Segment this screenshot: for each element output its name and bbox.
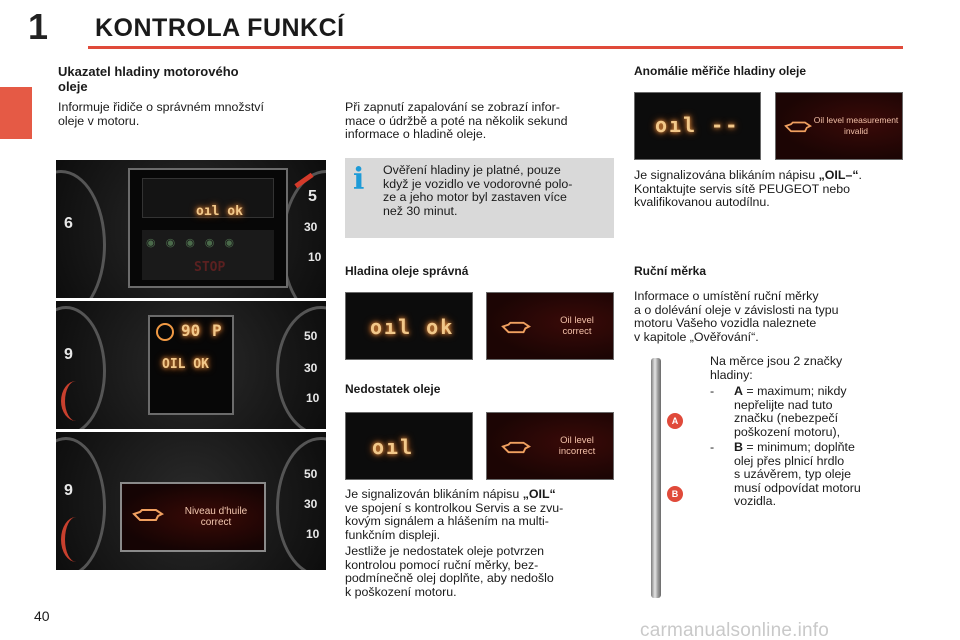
dipstick-illustration [651, 358, 661, 598]
dipstick-title: Ruční měrka [634, 264, 707, 278]
cluster-photo-bottom: 9 50 30 10 Niveau d'huile correct [56, 432, 326, 570]
chapter-side-tab [0, 87, 32, 139]
level-ok-title: Hladina oleje správná [345, 264, 469, 278]
display-oil-low-segment: oıl [345, 412, 473, 480]
display-oil-anomaly-message: Oil level measurement invalid [775, 92, 903, 160]
display-oil-ok-message: Oil level correct [486, 292, 614, 360]
anomaly-title: Anomálie měřiče hladiny oleje [634, 64, 807, 78]
section-title: Ukazatel hladiny motorového oleje [58, 64, 239, 94]
oil-can-icon [784, 121, 812, 133]
low-oil-paragraph-2: Jestliže je nedostatek oleje potvrzen ko… [345, 544, 554, 599]
info-box: i Ověření hladiny je platné, pouze když … [345, 158, 614, 238]
ignition-paragraph: Při zapnutí zapalování se zobrazí infor-… [345, 100, 568, 142]
dipstick-mark-b: B [667, 486, 683, 502]
mark-b-item: - B = minimum; doplňte olej přes plnicí … [710, 440, 861, 509]
cluster-photo-middle: 9 50 30 10 90 P OIL OK [56, 301, 326, 429]
oil-can-icon [501, 321, 531, 334]
anomaly-paragraph: Je signalizována blikáním nápisu „OIL–“.… [634, 168, 862, 210]
page-number: 40 [34, 608, 50, 624]
dipstick-mark-a: A [667, 413, 683, 429]
marks-intro: Na měrce jsou 2 značky hladiny: [710, 354, 843, 382]
watermark: carmanualsonline.info [640, 620, 830, 640]
display-oil-ok-segment: oıl ok [345, 292, 473, 360]
mark-a-item: - A = maximum; nikdy nepřelijte nad tuto… [710, 384, 847, 439]
info-icon: i [353, 162, 365, 197]
low-oil-paragraph-1: Je signalizován blikáním nápisu „OIL“ ve… [345, 487, 564, 542]
chapter-title: KONTROLA FUNKCÍ [95, 14, 345, 42]
oil-can-icon [132, 509, 164, 521]
header-rule [88, 46, 903, 49]
display-oil-low-message: Oil level incorrect [486, 412, 614, 480]
level-low-title: Nedostatek oleje [345, 382, 441, 396]
dipstick-paragraph: Informace o umístění ruční měrky a o dol… [634, 289, 839, 344]
display-oil-anomaly-segment: oıl -- [634, 92, 761, 160]
cluster-bottom-message: Niveau d'huile correct [184, 506, 248, 528]
cluster-photo-top: 6 5 30 10 oıl ok ◉◉◉◉◉ STOP [56, 160, 326, 298]
oil-can-icon [501, 441, 531, 454]
intro-paragraph: Informuje řidiče o správném množství ole… [58, 100, 264, 128]
info-text: Ověření hladiny je platné, pouze když je… [383, 163, 573, 218]
chapter-number: 1 [28, 6, 49, 47]
